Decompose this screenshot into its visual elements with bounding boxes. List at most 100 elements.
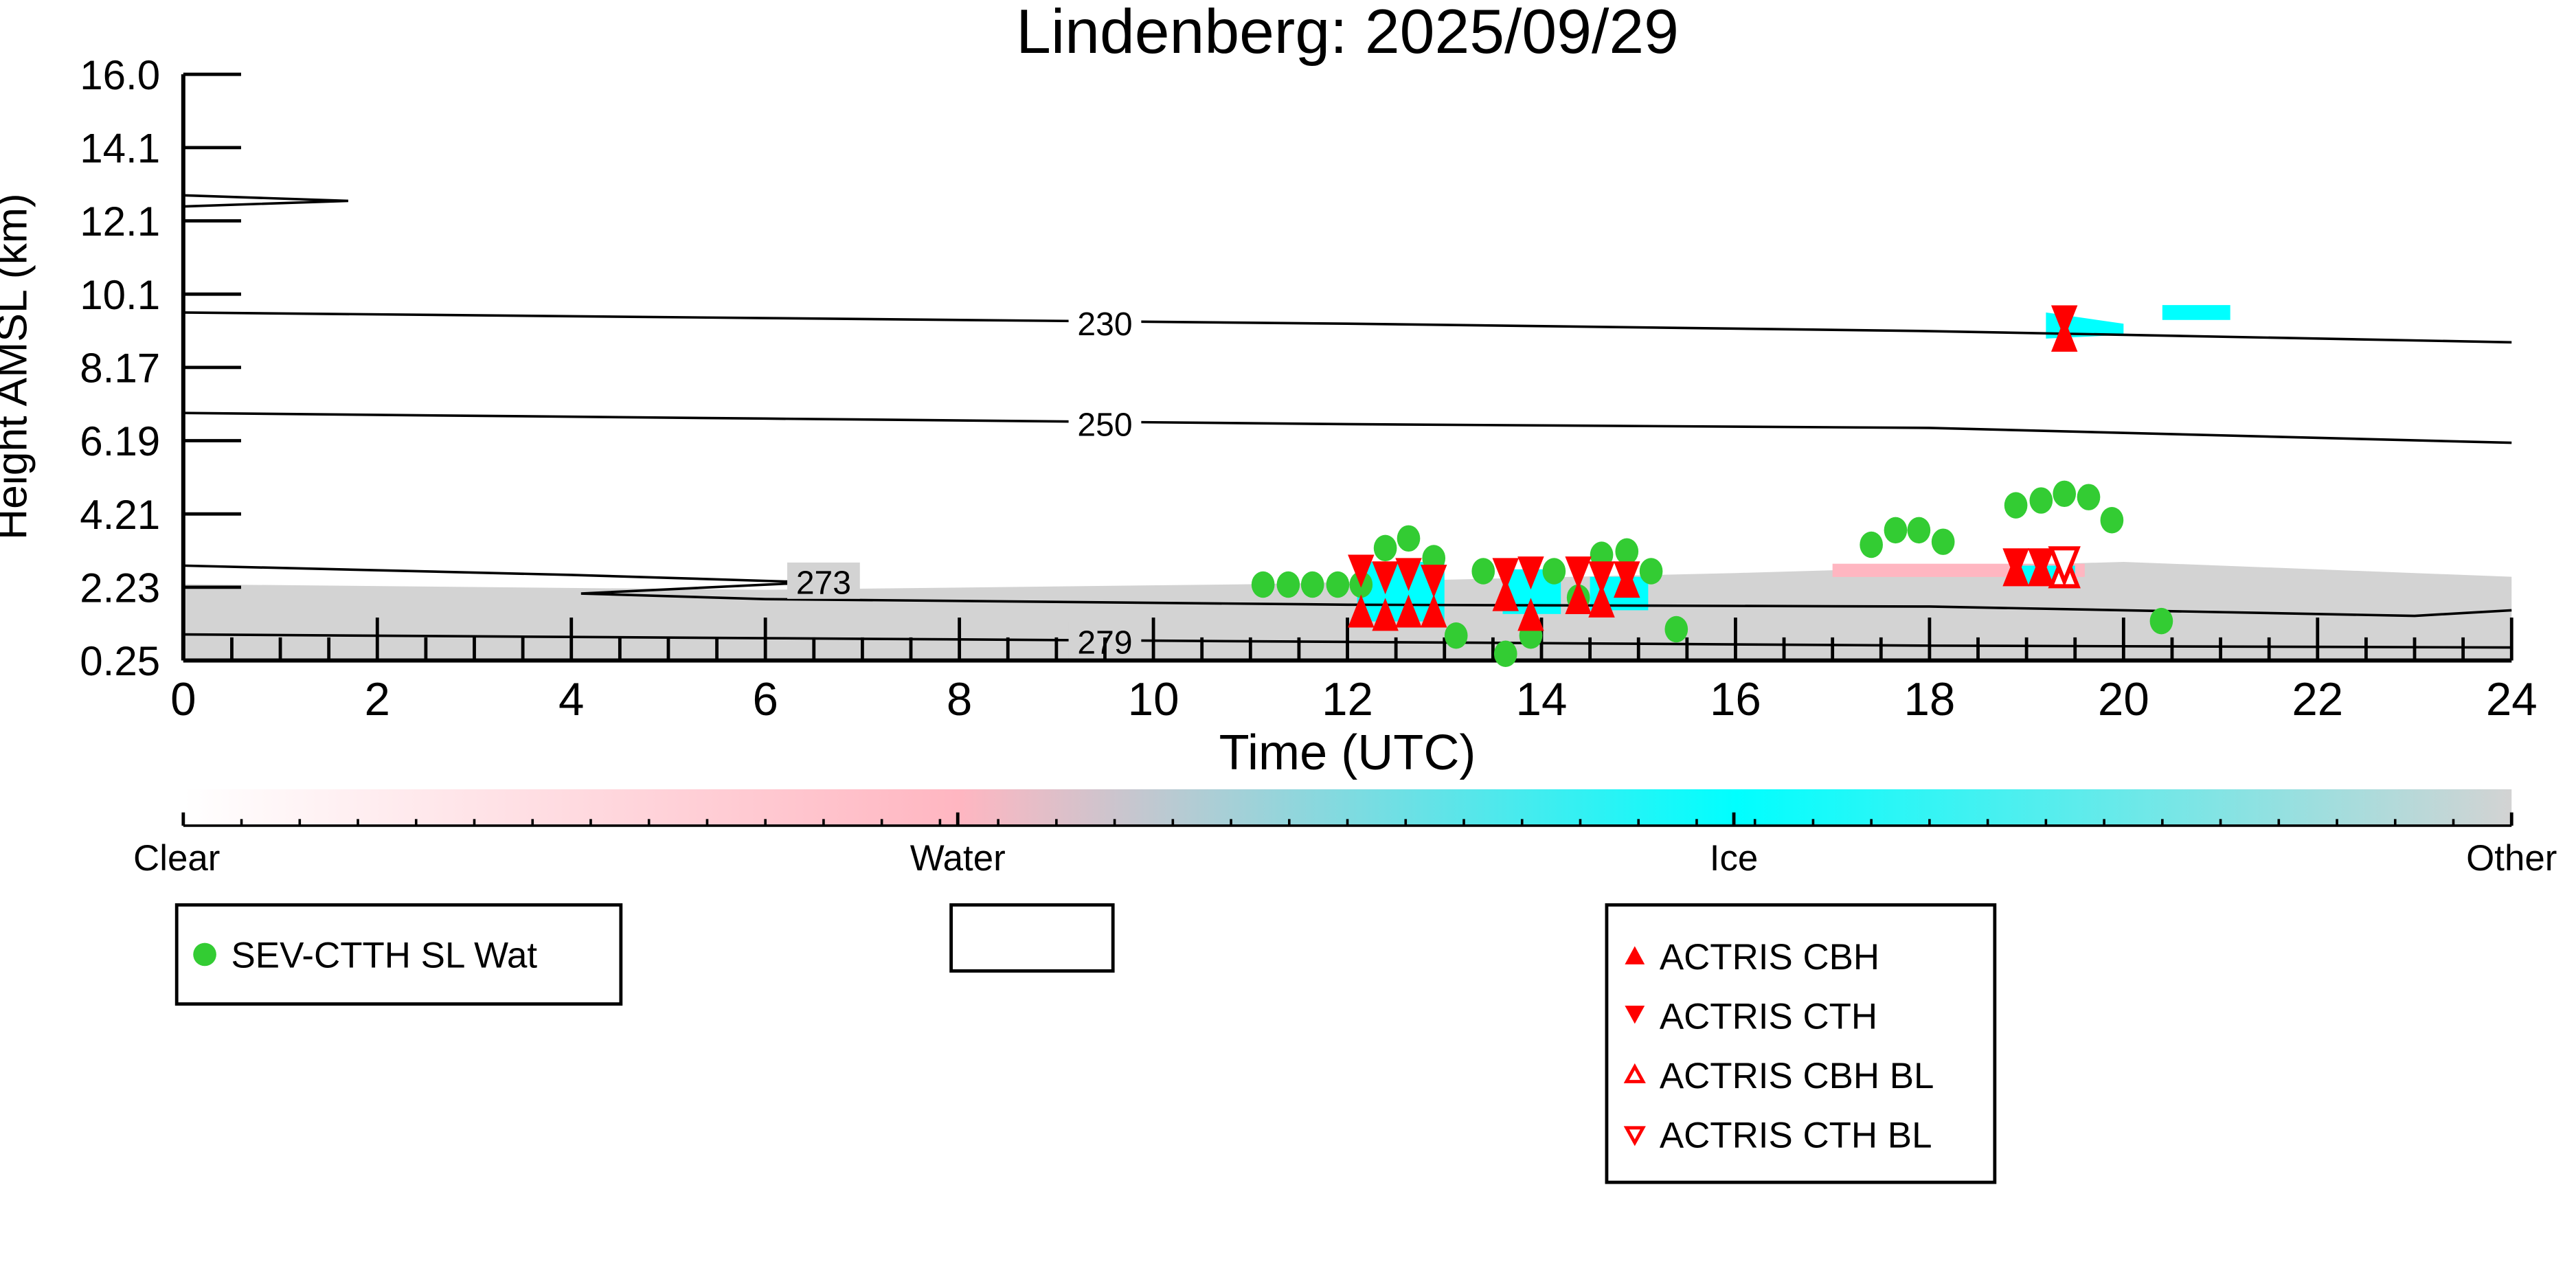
x-tick-label: 12	[1322, 674, 1373, 725]
cth-bl-point	[2048, 546, 2081, 587]
contour-label-bg	[787, 562, 860, 599]
cbh-point	[1372, 598, 1399, 631]
cth-point	[1420, 565, 1447, 598]
cloud-mask-field	[183, 305, 2512, 661]
cth-point	[1565, 556, 1592, 590]
x-tick-label: 24	[2486, 674, 2538, 725]
cbh-point	[1348, 594, 1375, 628]
contour-label-bg	[1068, 404, 1142, 441]
contour-label-273: 273	[787, 562, 860, 602]
cbh-point	[1588, 584, 1615, 618]
legend-circle-icon	[193, 942, 216, 967]
x-tick-label: 10	[1128, 674, 1179, 725]
x-axis-label: Time (UTC)	[1219, 725, 1476, 780]
cth-point	[1614, 561, 1640, 595]
cth-point	[1372, 561, 1399, 595]
cth-point	[1588, 561, 1615, 595]
sat-cloud-top-point	[1907, 517, 1931, 544]
triangle-down-filled-icon	[1625, 1005, 1645, 1024]
contour-line-230	[183, 311, 2512, 344]
contour-label-text: 273	[796, 565, 851, 602]
x-tick-label: 16	[1710, 674, 1761, 725]
sat-cloud-top-point	[1493, 640, 1517, 668]
colorbar-label-clear: Clear	[133, 838, 220, 879]
x-tick-label: 14	[1516, 674, 1568, 725]
contour-line-273	[183, 564, 2512, 618]
y-tick-label: 0.25	[80, 638, 160, 684]
contour-label-text: 230	[1077, 306, 1132, 343]
legend-label: ACTRIS CBH BL	[1660, 1056, 1934, 1096]
y-tick-label: 4.21	[80, 492, 160, 538]
contour-label-250: 250	[1068, 404, 1142, 443]
triangle-down-outline-icon	[1623, 1126, 1646, 1146]
sat-cloud-top-point	[1884, 517, 1908, 544]
sat-cloud-top-point	[1373, 534, 1397, 562]
sat-cloud-top-point	[1639, 558, 1663, 585]
y-tick-label: 8.17	[80, 345, 160, 391]
cbh-point	[1565, 580, 1592, 615]
sat-cloud-top-point	[2149, 607, 2173, 635]
y-tick-label: 16.0	[80, 52, 160, 98]
y-axis-label: Height AMSL (km)	[0, 193, 36, 540]
x-tick-label: 4	[558, 674, 584, 725]
sat-cloud-top-point	[2077, 484, 2101, 510]
y-tick-label: 14.1	[80, 125, 160, 171]
sat-cloud-top-point	[1542, 558, 1566, 585]
contour-line-tropopause	[183, 194, 348, 208]
cbh-point	[1492, 578, 1519, 611]
cth-point	[2050, 305, 2078, 339]
colorbar-ticks	[181, 812, 2513, 826]
sat-cloud-top-point	[1300, 571, 1324, 598]
triangle-up-outline-icon	[1623, 1063, 1646, 1083]
colorbar-label-ice: Ice	[1710, 838, 1759, 879]
legend-label: ACTRIS CBH	[1660, 937, 1879, 978]
sat-cloud-top-point	[1931, 528, 1955, 555]
contour-label-text: 250	[1077, 406, 1132, 443]
cbh-point	[1395, 594, 1422, 628]
y-tick-label: 12.1	[80, 199, 160, 245]
sat-cloud-top-point	[1615, 538, 1639, 565]
cth-point	[1492, 558, 1519, 591]
colorbar: Clear Water Ice Other	[133, 789, 2557, 879]
sat-cloud-top-point	[1397, 525, 1421, 552]
legend-actris: ACTRIS CBH ACTRIS CTH ACTRIS CBH BL ACTR…	[1605, 903, 1997, 1184]
x-tick-label: 20	[2098, 674, 2149, 725]
legend-satellite: SEV-CTTH SL Wat	[174, 903, 623, 1006]
colorbar-label-other: Other	[2466, 838, 2557, 879]
x-tick-label: 6	[752, 674, 778, 725]
sat-cloud-top-point	[2004, 492, 2028, 519]
chart-title: Lindenberg: 2025/09/29	[1016, 0, 1679, 67]
sat-cloud-top-point	[2100, 507, 2124, 534]
colorbar-label-water: Water	[910, 838, 1006, 879]
y-tick-label: 6.19	[80, 418, 160, 464]
cbh-point	[1420, 594, 1447, 628]
cth-point	[1517, 556, 1544, 590]
x-tick-label: 0	[170, 674, 196, 725]
sat-cloud-top-point	[1444, 622, 1468, 649]
legend-label: ACTRIS CTH	[1660, 997, 1877, 1037]
legend-label: ACTRIS CTH BL	[1660, 1116, 1932, 1156]
y-tick-label: 2.23	[80, 565, 160, 611]
sat-cloud-top-point	[1471, 558, 1495, 585]
x-tick-label: 18	[1903, 674, 1955, 725]
cth-point	[1348, 554, 1375, 588]
legend-label: SEV-CTTH SL Wat	[231, 936, 538, 976]
contour-label-bg	[1068, 304, 1142, 341]
cth-point	[2002, 548, 2029, 582]
cbh-point	[1517, 598, 1544, 631]
sat-cloud-top-point	[1276, 571, 1300, 598]
sat-cloud-top-point	[2053, 480, 2077, 508]
triangle-up-filled-icon	[1625, 946, 1645, 964]
ice-region	[2162, 305, 2230, 320]
x-tick-label: 2	[365, 674, 390, 725]
cth-point	[2028, 548, 2055, 582]
contour-label-230: 230	[1068, 304, 1142, 343]
data-markers	[1251, 305, 2173, 668]
contour-line-250	[183, 411, 2512, 444]
x-tick-label: 22	[2292, 674, 2343, 725]
sat-cloud-top-point	[1664, 615, 1688, 643]
sat-cloud-top-point	[1860, 531, 1883, 558]
x-tick-label: 8	[947, 674, 972, 725]
